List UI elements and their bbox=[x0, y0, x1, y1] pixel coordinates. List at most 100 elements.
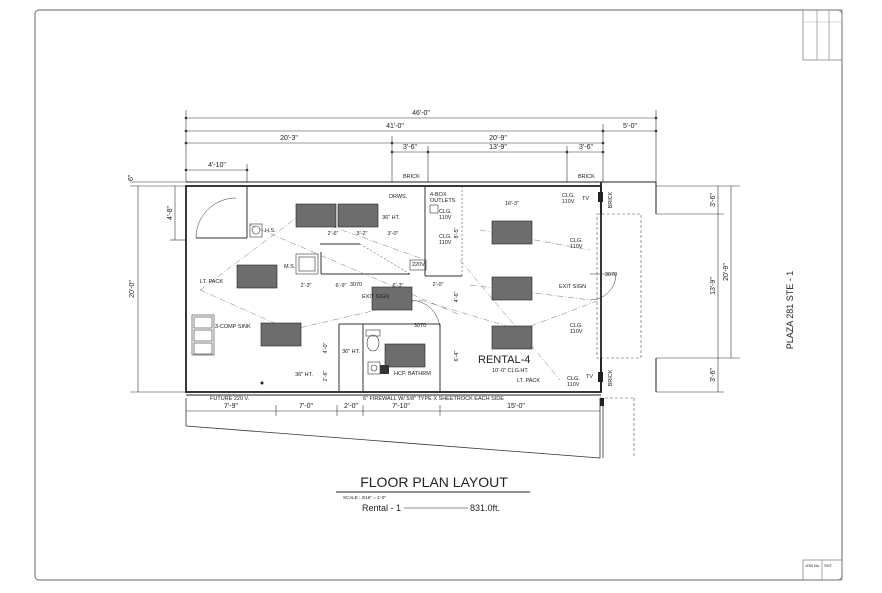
three-comp-sink-label: 3-COMP SINK bbox=[215, 324, 251, 330]
tv-bottom-label: TV bbox=[586, 374, 593, 380]
hand-sink-label: H.S. bbox=[265, 228, 276, 234]
clg-110v-a: CLG.110V bbox=[439, 209, 452, 221]
clg-110v-b: CLG.110V bbox=[439, 234, 452, 246]
dim-6-3: 6'-3" bbox=[393, 283, 404, 289]
dim-3-2: 3'-2" bbox=[357, 231, 368, 237]
toilet-icon bbox=[365, 329, 381, 352]
plumbing-fixtures bbox=[191, 204, 439, 375]
dim-4-0: 4'-0" bbox=[323, 342, 329, 353]
dim-left-half: 20'-3" bbox=[280, 135, 298, 142]
dim-right-20-9: 20'-9" bbox=[723, 263, 730, 281]
light-fixture bbox=[236, 264, 278, 289]
dim-overall-width: 46'-0" bbox=[412, 110, 430, 117]
dim-3-0: 3'-0" bbox=[388, 231, 399, 237]
door-3070-a: 3070 bbox=[350, 282, 362, 288]
interior-walls bbox=[195, 186, 617, 392]
dim-bottom-7-10: 7'-10" bbox=[392, 403, 410, 410]
drawers-label: DRWS. bbox=[389, 194, 408, 200]
dim-bottom-7-9: 7'-9" bbox=[224, 403, 238, 410]
brick-top-right-label: BRICK bbox=[578, 174, 595, 180]
electrical-panel-220v bbox=[409, 259, 427, 271]
dim-right-3-6-top: 3'-6" bbox=[710, 193, 717, 207]
area-value: 831.0ft. bbox=[470, 503, 500, 513]
brick-top-left-label: BRICK bbox=[403, 174, 420, 180]
dim-right-3-6-bot: 3'-6" bbox=[710, 368, 717, 382]
sheet-border bbox=[34, 9, 843, 581]
mop-sink-label: M.S. bbox=[284, 264, 296, 270]
dim-2-6: 2'-6" bbox=[328, 231, 339, 237]
dim-seg-a: 3'-6" bbox=[403, 144, 417, 151]
220v-label: 220V bbox=[412, 262, 425, 268]
sht-label: SHT. bbox=[824, 563, 833, 568]
drawing-title: FLOOR PLAN LAYOUT bbox=[360, 474, 508, 490]
revision-block bbox=[802, 9, 843, 61]
bottom-dimension-lines bbox=[186, 405, 600, 416]
firewall-note: 6" FIREWALL W/ 5/8" TYPE X SHEETROCK EAC… bbox=[363, 396, 504, 402]
left-dimension-lines bbox=[130, 186, 186, 393]
height-36-c: 36" HT. bbox=[295, 372, 313, 378]
exit-sign-left-label: EXIT SIGN bbox=[362, 294, 389, 300]
hand-sink-icon bbox=[249, 223, 263, 238]
outlet-box bbox=[429, 204, 439, 214]
light-fixture bbox=[371, 286, 413, 311]
hcp-symbol-icon bbox=[380, 365, 389, 374]
door-3070-c: 3070 bbox=[605, 272, 617, 278]
light-fixture bbox=[491, 220, 533, 245]
dim-left-4-8: 4'-8" bbox=[167, 206, 174, 220]
dim-4-6: 4'-6" bbox=[454, 291, 460, 302]
light-fixture bbox=[337, 203, 379, 228]
dim-left-20-0: 20'-0" bbox=[129, 280, 136, 298]
storefront-dashed bbox=[596, 213, 642, 458]
dim-6-9: 6'-9" bbox=[336, 283, 347, 289]
ceiling-height-label: 10'-0" CLG.HT. bbox=[492, 368, 529, 374]
dim-2-0-interior: 2'-0" bbox=[433, 282, 444, 288]
dim-2-6-vertical: 2'-6" bbox=[323, 370, 329, 381]
dim-right-13-9: 13'-9" bbox=[710, 277, 717, 295]
light-fixture bbox=[260, 322, 302, 347]
lt-pack-right-label: LT. PACK bbox=[517, 378, 540, 384]
dim-41: 41'-0" bbox=[386, 123, 404, 130]
clg-110v-r2: CLG.110V bbox=[570, 323, 583, 335]
job-block: JOB No. SHT. bbox=[802, 559, 843, 581]
brick-side-bottom-label: BRICK bbox=[608, 369, 614, 386]
brick-side-top-label: BRICK bbox=[608, 191, 614, 208]
light-fixture bbox=[384, 343, 426, 368]
lt-pack-left-label: LT. PACK bbox=[200, 279, 223, 285]
dim-2-3: 2'-3" bbox=[301, 283, 312, 289]
clg-110v-r1: CLG.110V bbox=[570, 238, 583, 250]
area-label: Rental - 1 bbox=[362, 503, 401, 513]
dim-seg-c: 3'-6" bbox=[579, 144, 593, 151]
tv-top-label: TV bbox=[582, 196, 589, 202]
column-markers bbox=[260, 192, 604, 406]
door-3070-b: 3070 bbox=[414, 323, 426, 329]
lower-site-lines bbox=[185, 398, 604, 459]
dim-six-inch: 6" bbox=[128, 174, 135, 181]
dim-seg-b: 13'-9" bbox=[489, 144, 507, 151]
three-comp-sink-icon bbox=[191, 314, 215, 356]
mop-sink-icon bbox=[295, 253, 319, 275]
dim-4-10: 4'-10" bbox=[208, 162, 226, 169]
dim-bottom-15-0: 15'-0" bbox=[507, 403, 525, 410]
lavatory-icon bbox=[367, 361, 381, 375]
dim-right-half: 20'-9" bbox=[489, 135, 507, 142]
scale-note: SCALE : 3/16" = 1'-0" bbox=[343, 495, 386, 500]
right-dimension-lines bbox=[656, 185, 740, 393]
rental-4-label: RENTAL-4 bbox=[478, 354, 530, 366]
light-fixture bbox=[491, 325, 533, 350]
hcp-bathroom-label: HCP. BATHRM bbox=[394, 371, 431, 377]
future-220v-label: FUTURE 220 V. bbox=[210, 396, 250, 402]
light-fixture bbox=[491, 276, 533, 301]
dim-5: 5'-0" bbox=[623, 123, 637, 130]
dim-8-5: 8'-5" bbox=[454, 227, 460, 238]
clg-110v-top-right: CLG.110V bbox=[562, 193, 575, 205]
job-no-label: JOB No. bbox=[805, 563, 820, 568]
side-plaza-label: PLAZA 281 STE - 1 bbox=[785, 271, 795, 350]
height-36-b: 36" HT. bbox=[342, 349, 360, 355]
height-36-a: 36" HT. bbox=[382, 215, 400, 221]
dim-bottom-7-0: 7'-0" bbox=[299, 403, 313, 410]
dim-bottom-2-0: 2'-0" bbox=[344, 403, 358, 410]
clg-110v-bottom-right: CLG.110V bbox=[567, 376, 580, 388]
light-fixtures bbox=[236, 203, 533, 368]
